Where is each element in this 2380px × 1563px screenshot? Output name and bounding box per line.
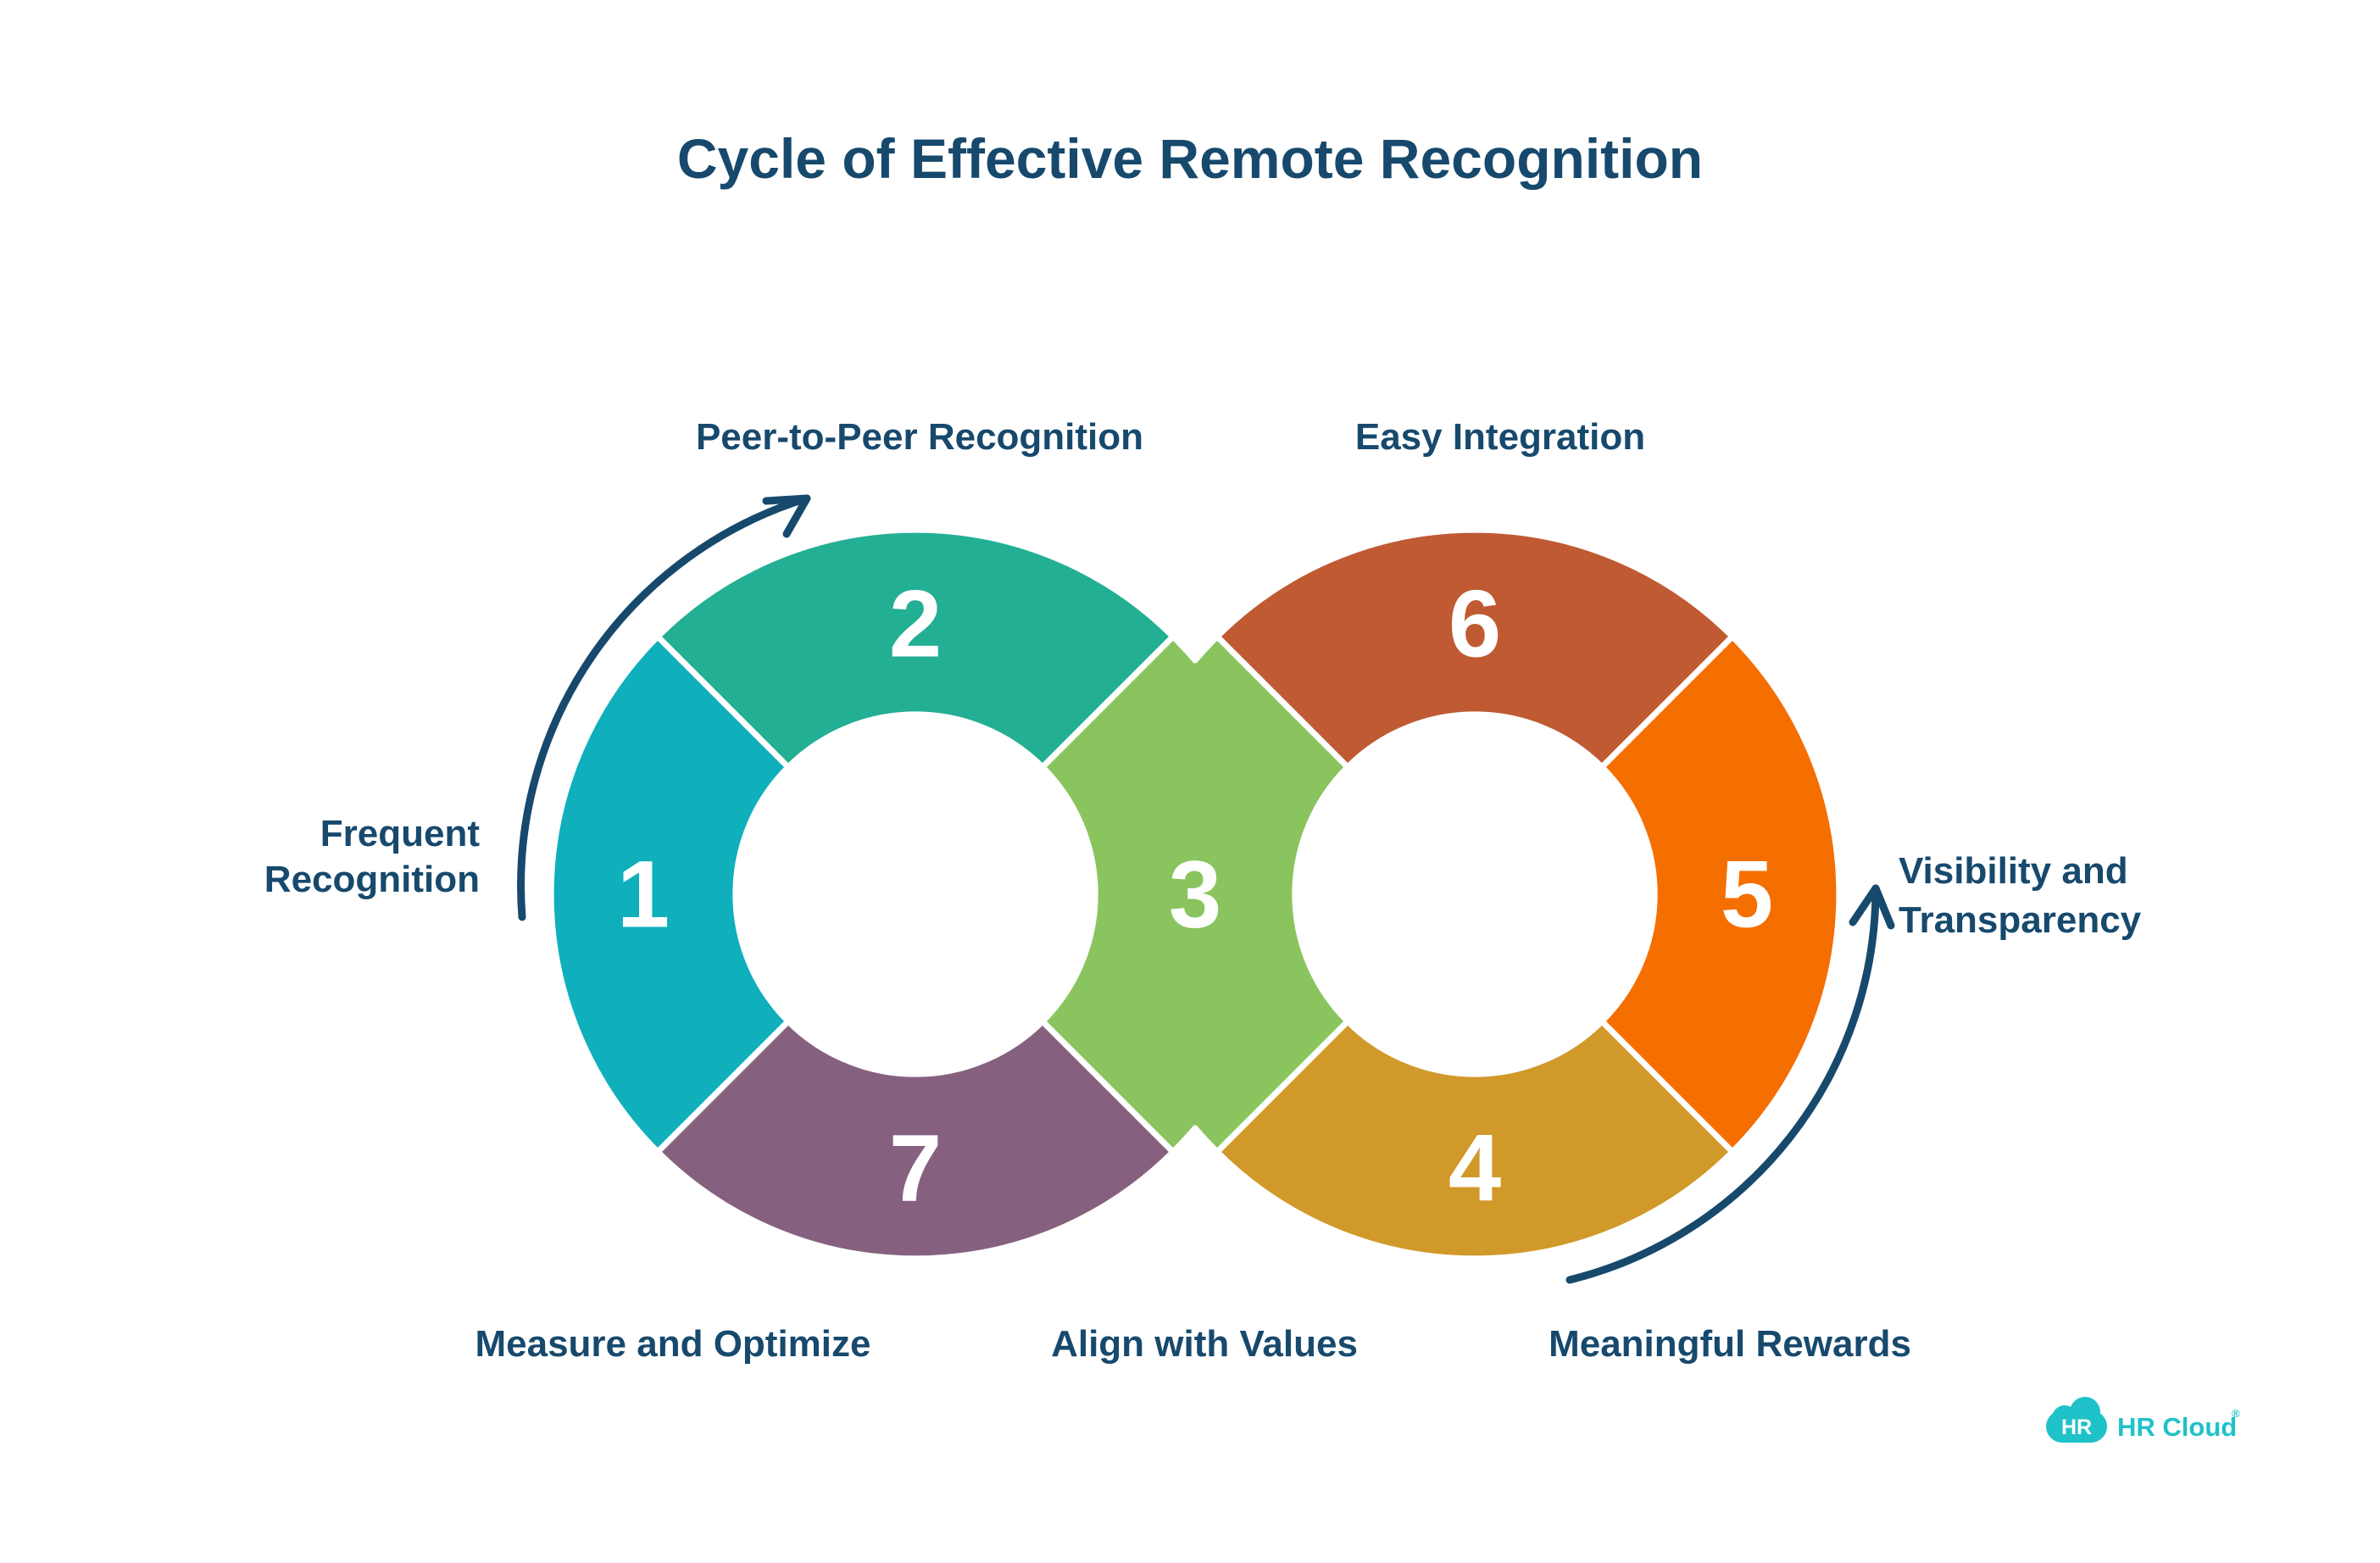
flow-arrow-left-icon [517, 494, 811, 921]
logo-badge-text: HR [2061, 1416, 2092, 1439]
flow-arrows [517, 494, 1895, 1284]
page-title: Cycle of Effective Remote Recognition [677, 127, 1703, 190]
label-align-with-values: Align with Values [1051, 1323, 1358, 1365]
label-visibility-transparency-line1: Visibility and [1899, 850, 2128, 892]
segment-number-5: 5 [1721, 842, 1773, 948]
segment-number-7: 7 [889, 1115, 942, 1221]
segment-easy-integration [1214, 526, 1736, 770]
segment-labels: Frequent Recognition Peer-to-Peer Recogn… [264, 416, 2142, 1365]
label-frequent-recognition-line2: Recognition [264, 859, 480, 900]
segment-number-3: 3 [1169, 842, 1221, 948]
cloud-icon [2046, 1397, 2107, 1443]
segment-frequent-recognition [548, 633, 792, 1155]
right-ring [1214, 526, 1843, 1262]
logo-registered-mark: ® [2232, 1407, 2240, 1420]
segment-align-with-values [1039, 633, 1351, 1155]
segment-meaningful-rewards [1214, 1018, 1736, 1262]
label-frequent-recognition-line1: Frequent [320, 813, 481, 854]
segment-number-6: 6 [1449, 571, 1501, 677]
segment-measure-and-optimize [654, 1018, 1176, 1262]
segment-visibility-transparency [1599, 633, 1843, 1155]
label-meaningful-rewards: Meaningful Rewards [1549, 1323, 1911, 1365]
logo-brand-text: HR Cloud [2117, 1412, 2237, 1442]
label-measure-and-optimize: Measure and Optimize [475, 1323, 870, 1365]
left-ring [548, 526, 1176, 1262]
segment-number-2: 2 [889, 571, 942, 677]
segment-number-4: 4 [1449, 1115, 1501, 1221]
label-peer-to-peer-recognition: Peer-to-Peer Recognition [696, 416, 1143, 458]
segment-number-1: 1 [617, 842, 670, 948]
flow-arrow-right-icon [1565, 884, 1895, 1284]
label-visibility-transparency-line2: Transparency [1899, 899, 2142, 941]
label-easy-integration: Easy Integration [1355, 416, 1645, 458]
segment-numbers: 1 2 3 4 5 6 7 [617, 571, 1773, 1221]
hr-cloud-logo: HR HR Cloud ® [2046, 1397, 2240, 1443]
segment-peer-to-peer-recognition [654, 526, 1176, 770]
